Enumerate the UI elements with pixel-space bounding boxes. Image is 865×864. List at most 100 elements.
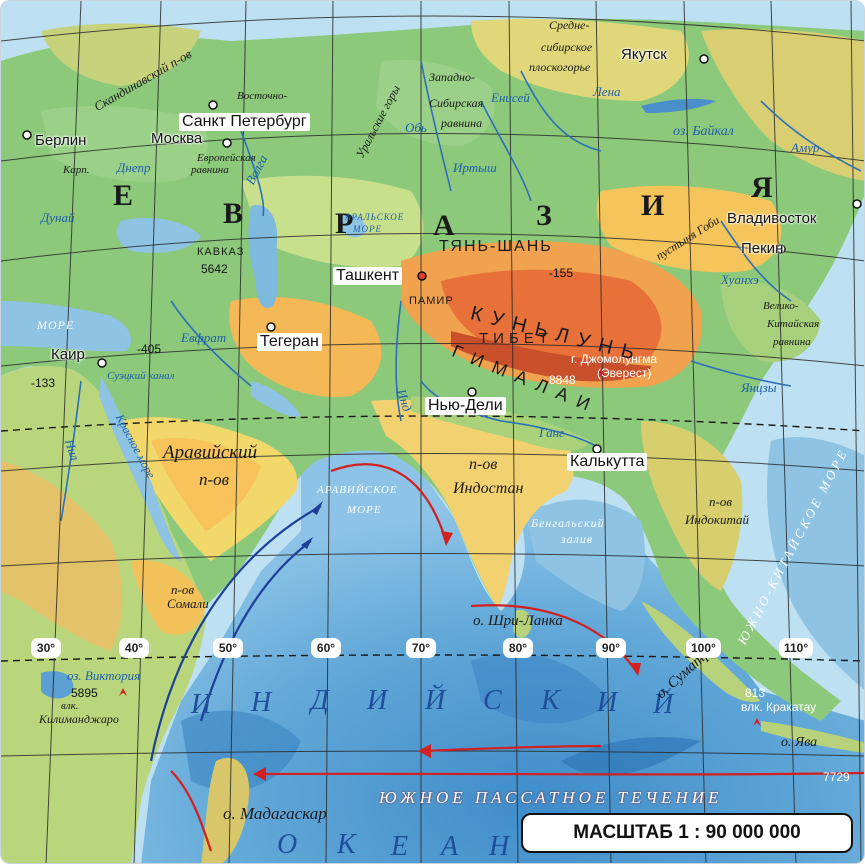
ocean-bottom-letter-5: Н [489,831,510,862]
mountain-pamir: ПАМИР [409,295,454,307]
west-siberian-plain [376,59,495,146]
central-asia-plain [241,175,424,268]
peak-elbrus: 5642 [201,262,228,276]
longitude-label-80: 80° [503,638,533,658]
city-beijing: Пекин [741,240,784,257]
mountain-tibet: ТИБЕТ [479,330,553,347]
river-ganges: Ганг [539,425,565,440]
city-berlin: Берлин [35,132,87,149]
madagascar-land [201,757,250,863]
water-aral-1: АРАЛЬСКОЕ [345,212,405,222]
city-yakutsk: Якутск [621,46,667,63]
ocean-letter-6: С [483,685,502,716]
region-east-european-2: Европейская [197,152,256,164]
current-arrowheads [253,501,641,781]
peak-dead-sea: -405 [137,342,162,356]
deep-trench [561,737,701,776]
region-sri-lanka: о. Шри-Ланка [473,613,563,629]
region-west-siberian-1: Западно- [429,70,475,84]
ocean-letter-1: И [191,689,212,720]
east-africa-highland [1,461,123,651]
city-new-delhi: Нью-Дели [425,397,506,415]
region-hindustan-2: Индостан [453,480,524,497]
ocean-bottom-letter-1: О [277,829,298,860]
peak-everest: 8848 [549,373,576,387]
ocean-letter-3: Д [311,685,329,716]
mountain-caucasus: КАВКАЗ [197,246,245,258]
sri-lanka-land [513,609,532,638]
arabia-desert [151,437,261,531]
region-kilimanjaro-1: влк. [61,700,79,712]
river-yenisei: Енисей [491,90,530,105]
water-suez: Суэцкий канал [107,370,175,382]
map-scale-label: МАСШТАБ 1 : 90 000 000 [521,813,853,853]
river-irtysh: Иртыш [453,160,497,175]
river-huanghe: Хуанхэ [721,272,759,287]
china-plain [721,280,821,362]
city-vladivostok: Владивосток [727,210,817,227]
ocean-bottom-letter-3: Е [391,831,409,862]
water-arabian-sea-2: МОРЕ [347,504,382,516]
longitude-label-40: 40° [119,638,149,658]
red-sea [99,376,181,561]
river-ob: Обь [405,120,427,135]
hindustan [371,399,574,606]
water-baikal: оз. Байкал [673,124,734,139]
water-victoria: оз. Виктория [67,668,141,683]
deep-basin-west [181,710,301,791]
longitude-label-70: 70° [406,638,436,658]
region-central-siberian-2: сибирское [541,40,593,54]
java-land [761,721,864,753]
ocean-letter-7: К [541,685,560,716]
river-dnepr: Днепр [117,160,151,175]
water-aral-2: МОРЕ [353,224,382,234]
somali [131,560,206,635]
region-east-european-3: равнина [191,164,229,176]
lake-baikal [641,98,716,113]
mediterranean-sea [1,301,131,352]
region-east-european-1: Восточно- [237,90,288,102]
city-cairo: Каир [51,346,85,363]
region-central-siberian-3: плоскогорье [529,60,591,74]
continent-letter-i: И [641,189,665,222]
river-amur: Амур [791,140,820,155]
water-bengal-2: залив [561,532,594,546]
river-danube: Дунай [41,210,75,225]
region-java: о. Ява [781,735,818,750]
city-markers [22,54,862,454]
city-st-petersburg: Санкт Петербург [179,113,310,131]
continent-letter-r: Р [335,207,354,240]
gobi [596,185,782,273]
water-arabian-sea-1: АРАВИЙСКОЕ [317,484,398,496]
deep-basin-east [471,653,611,724]
region-west-siberian-2: Сибирская [429,96,484,110]
longitude-label-30: 30° [31,638,61,658]
water-bengal-1: Бенгальский [531,516,605,530]
far-east-highland [701,29,864,181]
region-west-siberian-3: равнина [441,116,483,130]
region-arabia-2: п-ов [199,470,230,489]
ocean-letter-2: Н [251,687,272,718]
city-tashkent: Ташкент [333,267,403,285]
mountain-tianshan: ТЯНЬ-ШАНЬ [439,238,553,255]
longitude-label-60: 60° [311,638,341,658]
meridians [45,1,862,863]
peak-turfan: -155 [549,266,574,280]
continent-letter-e: Е [113,179,134,212]
continent-letter-z: З [536,199,552,232]
region-indochina-2: Индокитай [685,512,750,527]
peak-kilimanjaro: 5895 [71,686,98,700]
region-somali-2: Сомали [167,596,209,611]
ocean-letter-5: Й [425,685,446,716]
ocean-bottom-letter-4: А [441,831,459,862]
river-lena: Лена [593,84,621,99]
ocean-bottom-letter-2: К [337,829,356,860]
region-madagascar: о. Мадагаскар [223,804,327,823]
lake-victoria [41,671,74,699]
east-european-plain [41,105,208,183]
region-central-siberian-1: Средне- [549,18,590,32]
longitude-label-110: 110° [779,638,814,658]
peak-krakatau: 813 [745,686,766,700]
